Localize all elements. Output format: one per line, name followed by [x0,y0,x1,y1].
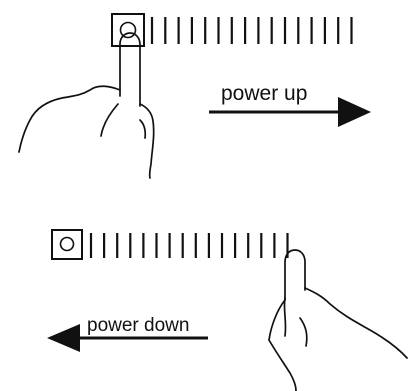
power-up-label: power up [221,83,307,104]
slider-track-icon [152,17,352,44]
pointing-hand-icon [19,33,154,178]
slider-track-icon [91,233,288,258]
power-button-icon [52,230,82,259]
slider-bottom [52,230,288,259]
power-down-label: power down [87,316,189,335]
pointing-hand-icon [269,250,407,391]
slider-top [112,14,352,46]
